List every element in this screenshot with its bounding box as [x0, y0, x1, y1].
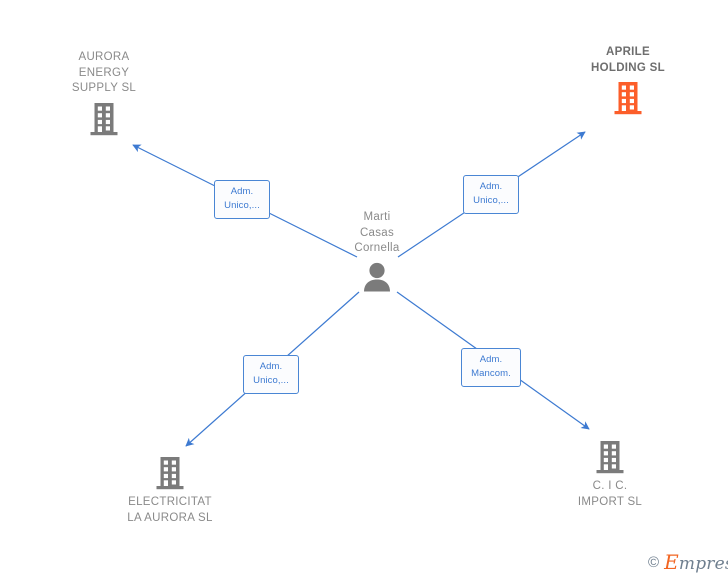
person-icon	[360, 261, 394, 293]
node-aprile-holding[interactable]: APRILE HOLDING SL	[548, 45, 708, 116]
node-label-aurora-energy-supply: AURORA ENERGY SUPPLY SL	[71, 51, 137, 94]
edge-label-c-i-c-import[interactable]: Adm. Mancom.	[461, 348, 521, 387]
empresia-watermark: © Empresia	[648, 552, 728, 573]
brand-rest: mpresia	[678, 554, 728, 574]
copyright-icon: ©	[648, 554, 660, 571]
node-label-electricitat-la-aurora: ELECTRICITAT LA AURORA SL	[127, 496, 213, 524]
node-electricitat-la-aurora[interactable]: ELECTRICITAT LA AURORA SL	[90, 455, 250, 526]
node-label-person: Marti Casas Cornella	[354, 211, 400, 254]
node-label-c-i-c-import: C. I C. IMPORT SL	[577, 480, 643, 508]
node-label-aprile-holding: APRILE HOLDING SL	[591, 46, 665, 74]
building-icon-highlighted	[612, 80, 644, 116]
edge-label-aurora-energy[interactable]: Adm. Unico,...	[214, 180, 270, 219]
building-icon	[88, 101, 120, 137]
brand-name: Empresia	[664, 552, 728, 573]
building-icon	[154, 455, 186, 491]
node-aurora-energy-supply[interactable]: AURORA ENERGY SUPPLY SL	[24, 50, 184, 137]
building-icon	[594, 439, 626, 475]
brand-initial: E	[664, 550, 679, 574]
edge-label-aprile-holding[interactable]: Adm. Unico,...	[463, 175, 519, 214]
node-marti-casas-cornella[interactable]: Marti Casas Cornella	[297, 210, 457, 293]
edge-label-electricitat[interactable]: Adm. Unico,...	[243, 355, 299, 394]
node-c-i-c-import[interactable]: C. I C. IMPORT SL	[530, 439, 690, 510]
